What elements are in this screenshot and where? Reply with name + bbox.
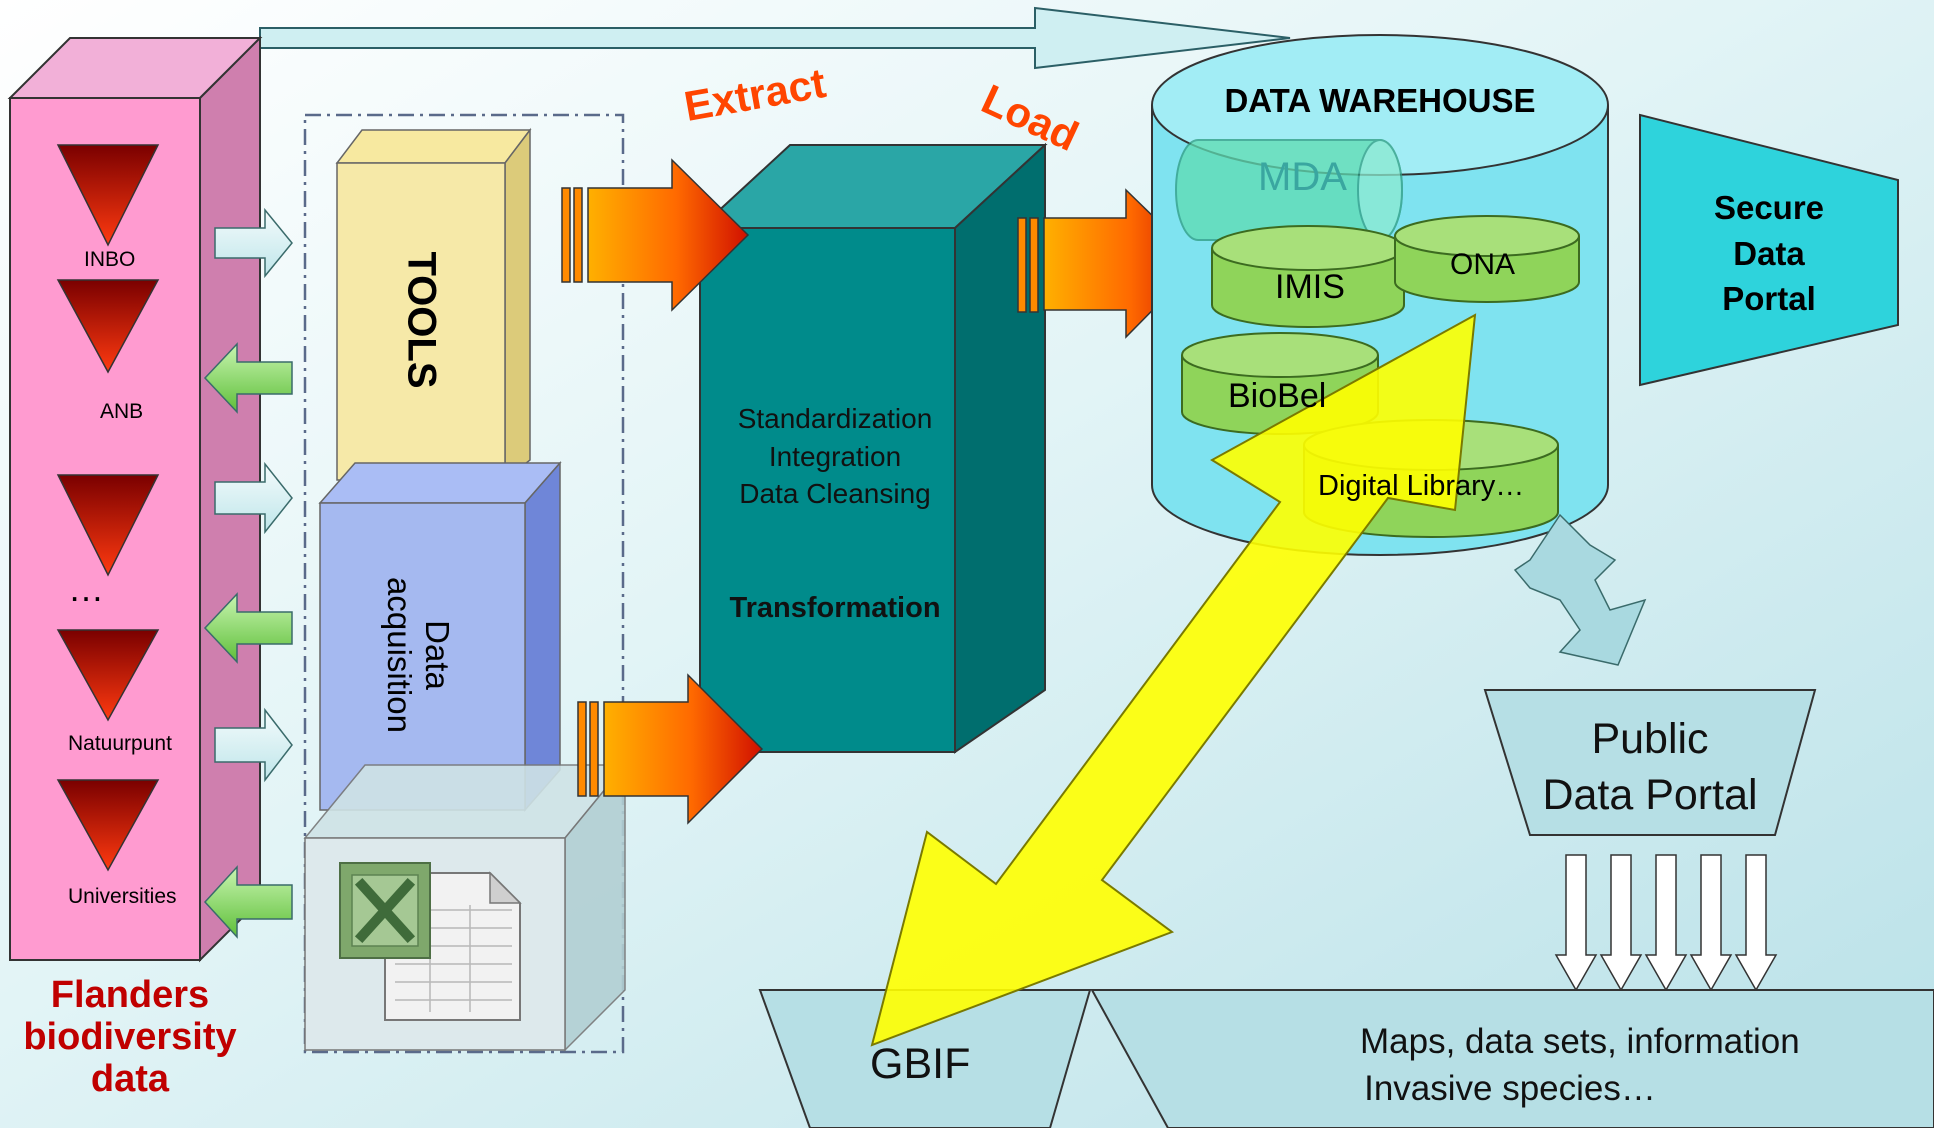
secure-portal-line2: Data xyxy=(1733,234,1805,272)
mda-database xyxy=(1175,139,1403,241)
acquisition-box xyxy=(318,461,562,812)
maps-output-line2: Invasive species… xyxy=(1364,1069,1656,1109)
secure-portal-line3: Portal xyxy=(1722,280,1816,318)
extract-arrow-bottom xyxy=(577,673,764,825)
source-triangle-inbo xyxy=(56,144,160,247)
gbif-arrow xyxy=(870,313,1477,1047)
source-label-anb: ANB xyxy=(100,400,144,423)
ona-database xyxy=(1394,215,1580,303)
secure-portal-label: Secure Data Portal xyxy=(1640,185,1898,322)
warehouse-portal-bidirectional-arrow xyxy=(1513,513,1647,666)
source-triangle-universities xyxy=(56,779,160,872)
db-label-ona: ONA xyxy=(1450,248,1516,281)
maps-output-label: Maps, data sets, information Invasive sp… xyxy=(1360,1018,1800,1113)
sources-title-line3: data xyxy=(90,1057,170,1100)
source-triangle-natuurpunt xyxy=(56,629,160,722)
secure-data-portal-shape xyxy=(1639,113,1899,387)
db-label-imis: IMIS xyxy=(1275,268,1345,306)
source-label-natuurpunt: Natuurpunt xyxy=(68,732,172,755)
sources-title-line2: biodiversity xyxy=(23,1015,237,1058)
process-step-cleansing: Data Cleansing xyxy=(739,478,931,510)
sources-title-line1: Flanders xyxy=(50,974,210,1016)
warehouse-title: DATA WAREHOUSE xyxy=(1224,82,1536,119)
imis-database xyxy=(1211,225,1405,328)
process-steps: Standardization Integration Data Cleansi… xyxy=(700,400,970,513)
acquisition-label-line2: acquisition xyxy=(381,577,418,733)
process-step-standardization: Standardization xyxy=(737,403,933,434)
extract-arrow-top xyxy=(561,158,750,312)
tools-group-frame xyxy=(303,113,625,1054)
public-portal-line2: Data Portal xyxy=(1542,770,1758,819)
sources-title: Flanders biodiversity data xyxy=(20,974,240,1100)
acquisition-label: Data acquisition xyxy=(380,577,456,733)
source-triangle-anb xyxy=(56,279,160,374)
source-label-universities: Universities xyxy=(68,885,177,908)
top-flow-arrow xyxy=(259,6,1291,70)
public-portal-line1: Public xyxy=(1591,715,1709,763)
source-triangle-3 xyxy=(56,474,160,577)
source-label-inbo: INBO xyxy=(84,248,136,271)
acquisition-label-line1: Data xyxy=(418,620,456,690)
tools-label: TOOLS xyxy=(399,251,444,389)
spreadsheet-icon xyxy=(339,862,522,1021)
public-portal-label: Public Data Portal xyxy=(1485,712,1815,824)
db-label-digital-library: Digital Library… xyxy=(1318,470,1525,502)
db-label-biobel: BioBel xyxy=(1228,377,1327,415)
maps-output-line1: Maps, data sets, information xyxy=(1360,1022,1800,1061)
source-label-ellipsis: … xyxy=(68,568,104,609)
secure-portal-line1: Secure xyxy=(1713,189,1825,226)
maps-output-shape xyxy=(1090,989,1934,1128)
process-step-integration: Integration xyxy=(768,440,902,472)
portal-output-arrows xyxy=(1554,854,1778,992)
exchange-arrows xyxy=(203,207,293,939)
gbif-label: GBIF xyxy=(870,1040,971,1088)
tools-box xyxy=(335,127,532,482)
db-label-mda: MDA xyxy=(1258,155,1347,199)
transformation-label: Transformation xyxy=(729,592,941,624)
public-data-portal-shape xyxy=(1483,689,1817,836)
